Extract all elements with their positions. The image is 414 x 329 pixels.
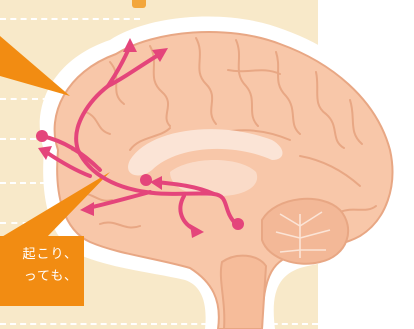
callout-line-2: っても、 bbox=[4, 266, 78, 288]
callout-pointer-top bbox=[0, 36, 70, 96]
node-dot-icon bbox=[36, 130, 48, 142]
callout-text: 起こり、 っても、 bbox=[4, 244, 78, 288]
node-dot-icon bbox=[232, 218, 244, 230]
cerebellum bbox=[262, 199, 348, 264]
brainstem bbox=[221, 256, 266, 329]
callout-line-1: 起こり、 bbox=[4, 244, 78, 266]
node-dot-icon bbox=[140, 174, 152, 186]
